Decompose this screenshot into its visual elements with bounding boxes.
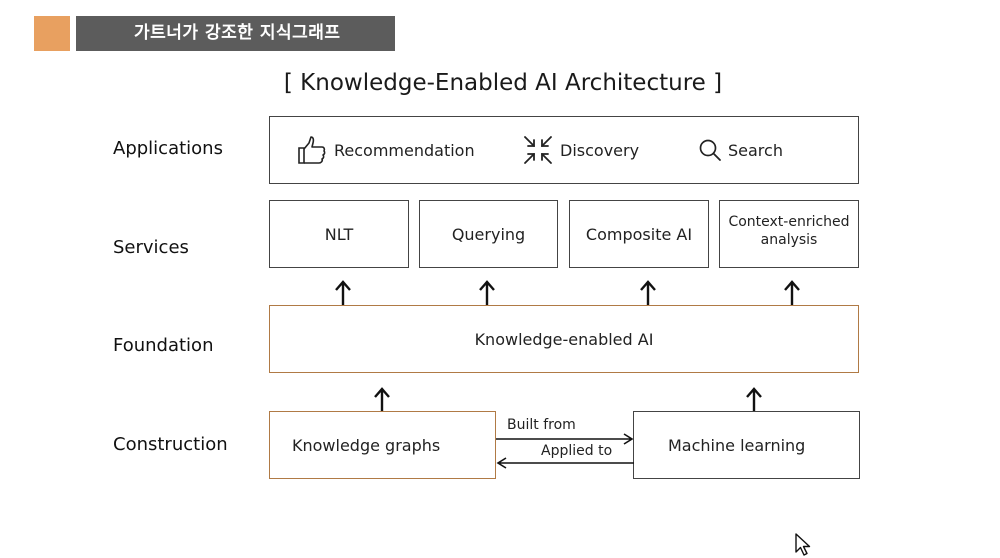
app-item-discovery: Discovery <box>522 117 639 183</box>
header-title: 가트너가 강조한 지식그래프 <box>134 23 341 43</box>
service-box-querying: Querying <box>419 200 558 268</box>
edge-label-built-from: Built from <box>507 417 576 433</box>
layer-label-services: Services <box>113 237 189 258</box>
service-label: NLT <box>324 224 354 244</box>
header-bar: 가트너가 강조한 지식그래프 <box>76 16 395 51</box>
header-accent-square <box>34 16 70 51</box>
service-box-nlt: NLT <box>269 200 409 268</box>
service-box-composite-ai: Composite AI <box>569 200 709 268</box>
app-item-label: Discovery <box>560 140 640 160</box>
knowledge-graphs-label: Knowledge graphs <box>292 435 441 455</box>
foundation-box: Knowledge-enabled AI <box>269 305 859 373</box>
foundation-label: Knowledge-enabled AI <box>474 329 654 349</box>
knowledge-graphs-box: Knowledge graphs <box>269 411 496 479</box>
up-arrow-context-enriched <box>784 280 800 305</box>
up-arrow-nlt <box>335 280 351 305</box>
machine-learning-box: Machine learning <box>633 411 860 479</box>
up-arrow-composite-ai <box>640 280 656 305</box>
thumbs-up-icon <box>296 134 328 166</box>
service-label: Querying <box>451 224 526 244</box>
machine-learning-label: Machine learning <box>668 435 806 455</box>
edge-label-applied-to: Applied to <box>541 443 613 459</box>
applications-box: Recommendation Discovery Search <box>269 116 859 184</box>
horizontal-connectors <box>496 433 634 469</box>
converge-arrows-icon <box>522 134 554 166</box>
service-label: Context-enriched analysis <box>728 214 850 248</box>
up-arrow-querying <box>479 280 495 305</box>
search-icon <box>698 138 722 162</box>
app-item-label: Search <box>728 140 783 160</box>
service-box-context-enriched-analysis: Context-enriched analysis <box>719 200 859 268</box>
mouse-cursor-icon <box>795 533 811 556</box>
app-item-recommendation: Recommendation <box>296 117 475 183</box>
layer-label-applications: Applications <box>113 138 223 159</box>
service-label: Composite AI <box>585 224 693 244</box>
up-arrow-machine-learning <box>746 387 762 412</box>
layer-label-construction: Construction <box>113 434 228 455</box>
app-item-label: Recommendation <box>334 140 475 160</box>
app-item-search: Search <box>698 117 783 183</box>
diagram-title: [ Knowledge-Enabled AI Architecture ] <box>283 70 723 96</box>
up-arrow-knowledge-graphs <box>374 387 390 412</box>
layer-label-foundation: Foundation <box>113 335 214 356</box>
